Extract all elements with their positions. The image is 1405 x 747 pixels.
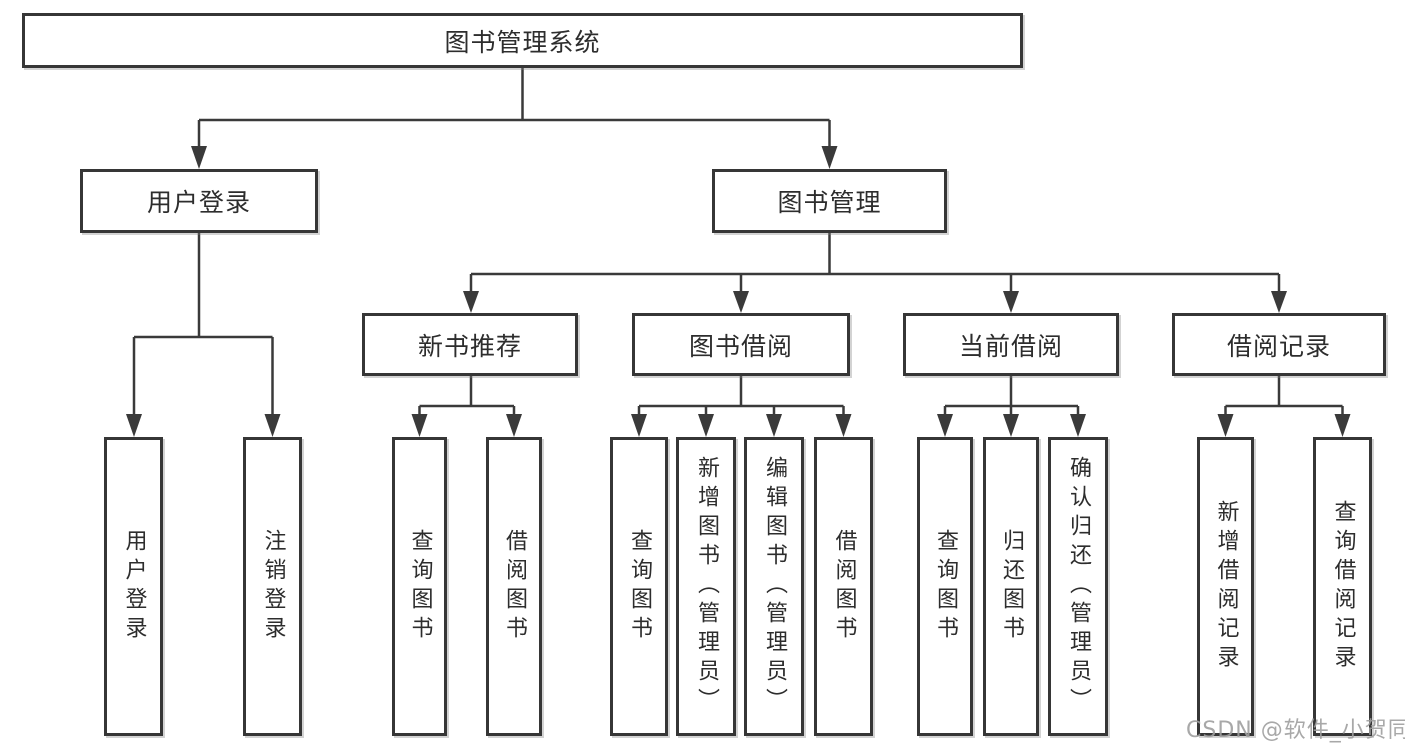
node-book-management: 图书管理 bbox=[712, 169, 947, 233]
leaf-add-book-admin-label: 新增图书（管理员） bbox=[694, 456, 719, 717]
leaf-query-books-recommend: 查询图书 bbox=[392, 437, 447, 736]
node-book-borrowing-label: 图书借阅 bbox=[688, 331, 793, 361]
leaf-add-book-admin: 新增图书（管理员） bbox=[676, 437, 736, 736]
node-borrowing-records-label: 借阅记录 bbox=[1226, 331, 1331, 361]
leaf-borrow-books-recommend: 借阅图书 bbox=[486, 437, 542, 736]
leaf-query-books-current: 查询图书 bbox=[917, 437, 973, 736]
leaf-add-borrow-record-label: 新增借阅记录 bbox=[1213, 499, 1239, 674]
leaf-query-borrow-record: 查询借阅记录 bbox=[1313, 437, 1372, 736]
leaf-confirm-return-admin-label: 确认归还（管理员） bbox=[1066, 456, 1091, 717]
node-book-management-label: 图书管理 bbox=[777, 188, 882, 217]
leaf-user-login-label: 用户登录 bbox=[121, 528, 147, 645]
node-user-login: 用户登录 bbox=[80, 169, 318, 233]
leaf-add-borrow-record: 新增借阅记录 bbox=[1197, 437, 1254, 736]
leaf-borrow-books-recommend-label: 借阅图书 bbox=[502, 528, 527, 645]
leaf-confirm-return-admin: 确认归还（管理员） bbox=[1048, 437, 1108, 736]
leaf-return-books-label: 归还图书 bbox=[999, 528, 1024, 645]
node-new-book-recommend-label: 新书推荐 bbox=[417, 331, 522, 361]
node-library-management-system-label: 图书管理系统 bbox=[444, 27, 601, 57]
leaf-edit-book-admin: 编辑图书（管理员） bbox=[744, 437, 804, 736]
node-current-borrowing: 当前借阅 bbox=[903, 313, 1119, 376]
node-library-management-system: 图书管理系统 bbox=[22, 13, 1023, 68]
leaf-edit-book-admin-label: 编辑图书（管理员） bbox=[762, 456, 787, 717]
leaf-query-books-borrowing: 查询图书 bbox=[610, 437, 668, 736]
node-book-borrowing: 图书借阅 bbox=[632, 313, 850, 376]
leaf-borrow-books-borrowing: 借阅图书 bbox=[814, 437, 873, 736]
node-borrowing-records: 借阅记录 bbox=[1172, 313, 1386, 376]
leaf-query-borrow-record-label: 查询借阅记录 bbox=[1330, 499, 1356, 674]
leaf-user-login: 用户登录 bbox=[104, 437, 163, 736]
node-new-book-recommend: 新书推荐 bbox=[362, 313, 578, 376]
watermark: CSDN @软件_小贺同学 bbox=[1186, 718, 1405, 743]
leaf-logout-label: 注销登录 bbox=[260, 528, 286, 645]
leaf-query-books-recommend-label: 查询图书 bbox=[407, 528, 433, 645]
leaf-query-books-borrowing-label: 查询图书 bbox=[627, 528, 652, 645]
leaf-return-books: 归还图书 bbox=[983, 437, 1039, 736]
leaf-borrow-books-borrowing-label: 借阅图书 bbox=[831, 528, 857, 645]
leaf-logout: 注销登录 bbox=[243, 437, 302, 736]
node-current-borrowing-label: 当前借阅 bbox=[958, 331, 1063, 361]
leaf-query-books-current-label: 查询图书 bbox=[933, 528, 958, 645]
node-user-login-label: 用户登录 bbox=[146, 188, 251, 217]
